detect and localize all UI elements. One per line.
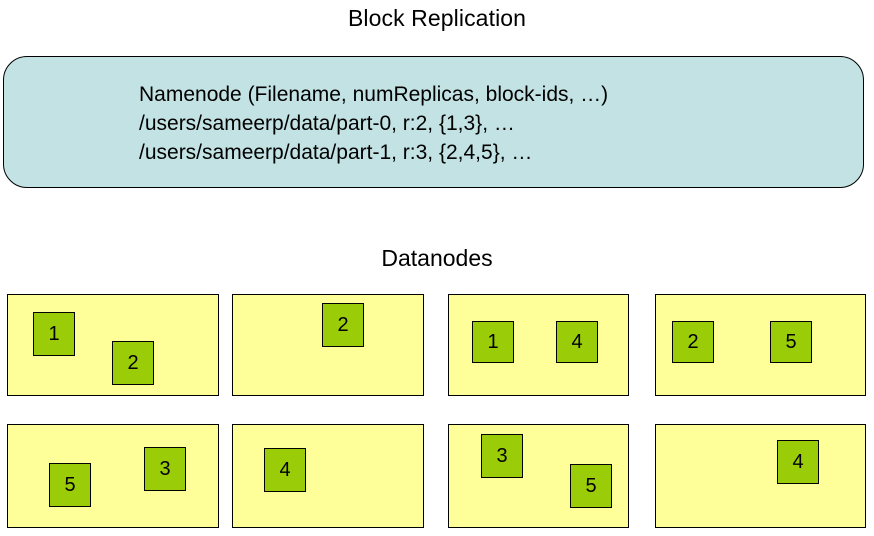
block-id-label: 1 — [487, 331, 499, 353]
block-id-label: 5 — [785, 331, 797, 353]
block-replica: 4 — [556, 321, 598, 363]
datanodes-section-label: Datanodes — [381, 245, 493, 271]
block-replica: 1 — [472, 321, 514, 363]
namenode-file-line-2: /users/sameerp/data/part-1, r:3, {2,4,5}… — [139, 141, 533, 164]
block-id-label: 2 — [337, 314, 349, 336]
block-replica: 3 — [144, 447, 186, 491]
block-replica: 4 — [264, 448, 306, 492]
block-id-label: 4 — [571, 331, 583, 353]
datanode-5 — [7, 424, 219, 528]
namenode-metadata-text: Namenode (Filename, numReplicas, block-i… — [139, 80, 608, 167]
page-title: Block Replication — [347, 5, 527, 31]
block-replica: 1 — [33, 312, 75, 356]
block-id-label: 3 — [159, 458, 171, 480]
block-replica: 5 — [570, 464, 612, 508]
block-replica: 2 — [322, 303, 364, 347]
block-replica: 2 — [672, 321, 714, 363]
datanode-6 — [232, 424, 424, 528]
block-replica: 2 — [112, 341, 154, 385]
block-replica: 3 — [481, 434, 523, 478]
block-id-label: 4 — [792, 451, 804, 473]
block-id-label: 2 — [127, 352, 139, 374]
block-id-label: 4 — [279, 459, 291, 481]
block-replica: 5 — [49, 463, 91, 507]
namenode-file-line-1: /users/sameerp/data/part-0, r:2, {1,3}, … — [139, 112, 515, 135]
datanode-8 — [655, 424, 866, 528]
block-id-label: 1 — [48, 323, 60, 345]
block-replica: 5 — [770, 321, 812, 363]
block-id-label: 5 — [585, 475, 597, 497]
block-id-label: 3 — [496, 445, 508, 467]
namenode-header-line: Namenode (Filename, numReplicas, block-i… — [139, 83, 609, 106]
block-replica: 4 — [777, 440, 819, 484]
block-id-label: 5 — [64, 474, 76, 496]
namenode-box: Namenode (Filename, numReplicas, block-i… — [3, 56, 864, 188]
block-id-label: 2 — [687, 331, 699, 353]
